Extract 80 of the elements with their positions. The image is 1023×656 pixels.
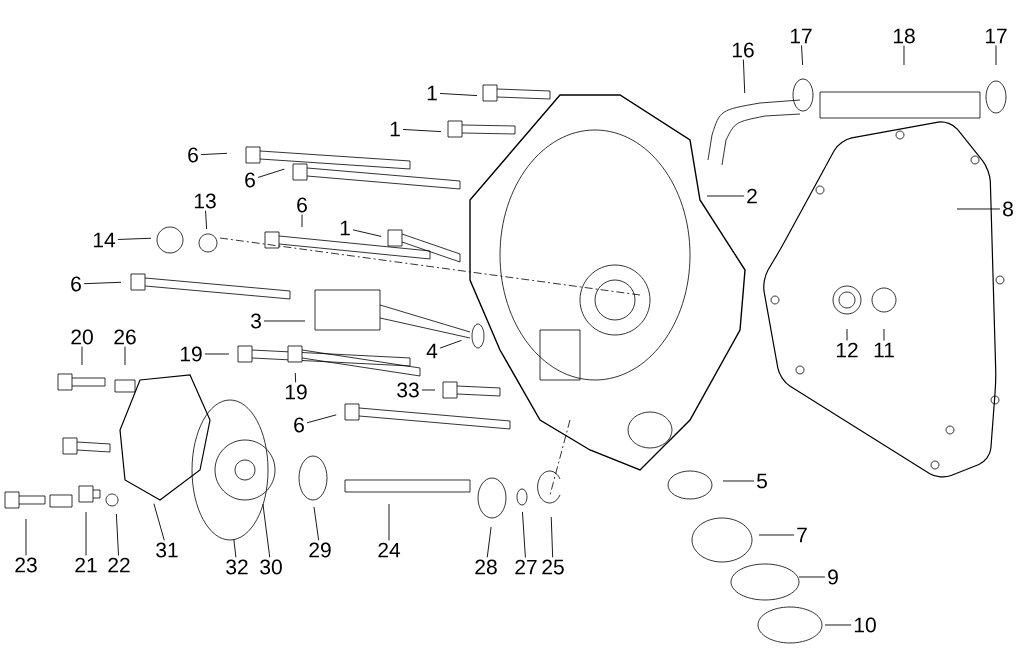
leader-line	[956, 208, 1001, 210]
callout-number: 17	[790, 28, 812, 44]
callout-number: 1	[427, 85, 437, 101]
callout-number: 18	[893, 28, 915, 44]
leader-line	[742, 59, 746, 94]
leader-line	[153, 503, 165, 541]
callout-number: 22	[108, 557, 130, 573]
callout-number: 25	[542, 559, 564, 575]
callout-number: 33	[397, 382, 419, 398]
callout-number: 29	[309, 542, 331, 558]
callout-number: 6	[294, 417, 304, 433]
callout-number: 26	[114, 329, 136, 345]
callout-number: 13	[194, 193, 216, 209]
leader-line	[294, 372, 297, 383]
callout-number: 6	[297, 197, 307, 213]
leader-line	[115, 513, 119, 556]
leader-line	[883, 328, 885, 341]
callout-number: 19	[285, 384, 307, 400]
callout-number: 2	[747, 188, 757, 204]
leader-line	[758, 534, 795, 536]
callout-number: 24	[378, 542, 401, 558]
leader-line	[388, 503, 390, 541]
callout-number: 28	[475, 559, 497, 575]
leader-line	[81, 346, 83, 366]
callout-number: 16	[732, 42, 754, 58]
leader-line	[257, 168, 285, 178]
leader-line	[421, 389, 436, 391]
leader-line	[200, 152, 228, 156]
callout-number: 32	[226, 559, 248, 575]
callout-number: 23	[15, 557, 37, 573]
callout-number: 1	[340, 220, 350, 236]
callout-number: 6	[71, 276, 81, 292]
leader-line	[522, 511, 526, 558]
leader-line	[903, 45, 905, 66]
callout-number: 17	[985, 28, 1007, 44]
leader-line	[439, 339, 462, 349]
leader-line	[204, 353, 230, 355]
callout-number: 4	[426, 343, 438, 359]
leader-line	[846, 328, 848, 341]
leader-line	[301, 214, 303, 228]
leader-line	[306, 414, 337, 424]
leader-line	[352, 229, 382, 237]
callout-number: 19	[180, 346, 202, 362]
leader-line	[824, 624, 852, 626]
leader-line	[995, 44, 997, 66]
callout-number: 3	[250, 313, 261, 329]
leader-line	[486, 526, 492, 558]
leader-line	[85, 511, 87, 556]
leader-line	[263, 320, 306, 322]
leader-line	[25, 518, 27, 556]
leader-line	[722, 480, 755, 482]
callout-number: 6	[245, 172, 255, 188]
callout-number: 20	[71, 329, 93, 345]
leader-line	[233, 538, 237, 558]
leader-line	[205, 210, 208, 230]
callout-number: 14	[93, 232, 116, 248]
callout-number: 11	[874, 342, 894, 358]
leader-line	[550, 516, 554, 558]
callout-number: 9	[828, 569, 838, 585]
callout-number: 10	[854, 617, 876, 633]
leader-line	[313, 506, 320, 541]
callout-number: 7	[797, 527, 807, 543]
callout-number: 6	[188, 147, 198, 163]
leader-line	[402, 129, 442, 133]
leader-line	[262, 503, 271, 558]
leader-line	[83, 281, 122, 285]
leader-line	[124, 346, 126, 366]
leader-line	[706, 195, 745, 197]
callout-number: 27	[515, 559, 537, 575]
callout-number: 12	[836, 342, 858, 358]
callout-number: 21	[75, 557, 97, 573]
leader-line	[798, 576, 826, 578]
leader-line	[117, 237, 152, 240]
callout-number: 1	[390, 121, 400, 137]
callout-number: 5	[757, 473, 767, 489]
callout-number: 31	[156, 542, 178, 558]
leader-line	[801, 44, 804, 66]
leader-line	[439, 93, 478, 97]
callout-number: 30	[260, 559, 282, 575]
callout-number: 8	[1003, 201, 1013, 217]
